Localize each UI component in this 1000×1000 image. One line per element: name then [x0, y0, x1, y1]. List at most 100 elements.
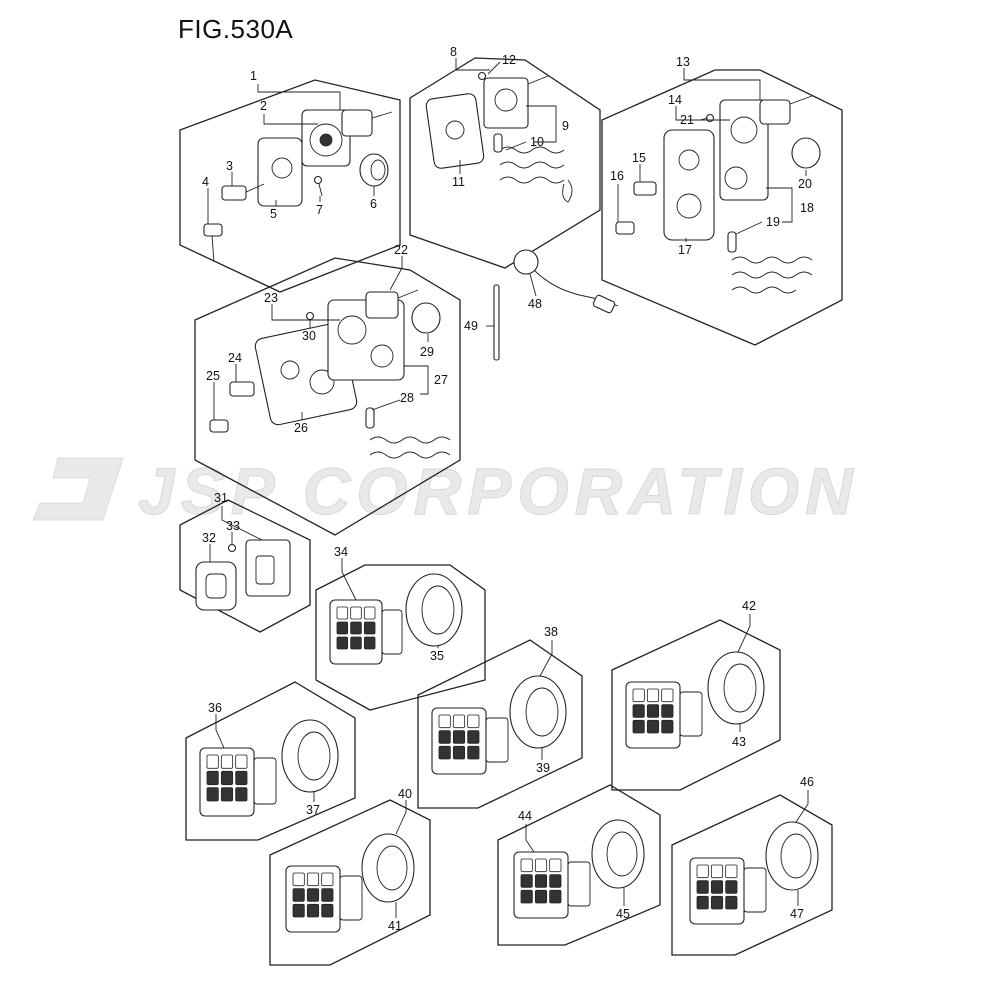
leader-12 [487, 61, 501, 75]
key-25 [209, 419, 229, 433]
keypad-38-button-1-0 [438, 730, 451, 744]
keypad-42-button-1-0 [632, 704, 645, 718]
screw-head-7 [313, 175, 323, 185]
part-label-30: 30 [302, 329, 316, 343]
leader-22 [389, 256, 403, 291]
lanyard-clip-10 [493, 133, 503, 153]
keypad-40-button-1-1 [306, 888, 320, 902]
group-box-40 [269, 799, 431, 966]
panel-hole-17a [678, 149, 700, 171]
group-8-parts [425, 71, 573, 203]
bezel-opening-32 [205, 573, 227, 599]
part-label-21: 21 [680, 113, 694, 127]
keypad-36-button-0-1 [220, 754, 234, 769]
keypad-44-button-0-1 [534, 858, 548, 873]
group-1-parts [203, 109, 393, 263]
keypad-36-button-2-0 [206, 787, 219, 802]
panel-hole-17b [676, 193, 702, 219]
part-label-2: 2 [260, 99, 267, 113]
keypad-42-button-1-2 [661, 704, 674, 718]
panel-hole-26b [309, 369, 335, 395]
key-3 [221, 185, 247, 201]
watermark-logo-mark [32, 457, 124, 521]
keypad-button-grids [206, 606, 738, 918]
switch-cap-13 [759, 99, 791, 125]
part-label-39: 39 [536, 761, 550, 775]
part-label-6: 6 [370, 197, 377, 211]
keypad-40-button-1-0 [292, 888, 305, 902]
key-4 [203, 223, 223, 237]
switch-wire-1 [371, 111, 393, 119]
keypad-42-button-1-1 [646, 704, 660, 718]
loose-parts [493, 249, 619, 361]
switch-panel-11 [425, 93, 485, 169]
part-label-42: 42 [742, 599, 756, 613]
keypad-body-46 [743, 867, 767, 913]
group-box-13 [601, 69, 843, 346]
leader-8 [455, 58, 490, 71]
keypad-40-button-1-2 [321, 888, 334, 902]
keypad-36-button-2-2 [235, 787, 248, 802]
ring-nut-inner-47 [780, 833, 812, 879]
keypad-38 [431, 675, 567, 775]
lanyard-coil-10 [499, 146, 565, 184]
ring-nut-35 [405, 573, 463, 647]
keypad-body-42 [679, 691, 703, 737]
keypad-36-button-1-2 [235, 770, 248, 786]
part-label-45: 45 [616, 907, 630, 921]
ring-nut-inner-41 [376, 845, 408, 891]
rubber-cap-6 [359, 153, 389, 187]
leader-10 [505, 141, 527, 151]
keypad-36 [199, 719, 339, 817]
screw-12 [477, 71, 487, 81]
switch-dial-22 [337, 315, 367, 345]
keypad-40-button-0-1 [306, 872, 320, 887]
keypad-40-button-2-0 [292, 903, 305, 918]
part-label-34: 34 [334, 545, 348, 559]
keypad-34-button-1-0 [336, 621, 349, 635]
ring-nut-37 [281, 719, 339, 793]
ring-nut-45 [591, 819, 645, 889]
part-label-7: 7 [316, 203, 323, 217]
keypad-38-button-0-2 [467, 714, 480, 729]
keypad-34-button-0-2 [363, 606, 376, 620]
keypad-42-button-0-2 [661, 688, 674, 703]
leader-34 [341, 558, 357, 601]
part-label-24: 24 [228, 351, 242, 365]
keypad-40-button-0-2 [321, 872, 334, 887]
keypad-body-38 [485, 717, 509, 763]
leader-28 [371, 399, 401, 411]
part-label-13: 13 [676, 55, 690, 69]
keypad-42-button-0-0 [632, 688, 645, 703]
keypad-44-button-0-2 [549, 858, 562, 873]
part-label-28: 28 [400, 391, 414, 405]
part-label-41: 41 [388, 919, 402, 933]
rubber-cap-20 [791, 137, 821, 169]
leader-42 [737, 614, 751, 653]
leader-14 [675, 106, 730, 121]
keypad-34-button-0-0 [336, 606, 349, 620]
leader-21 [699, 117, 709, 121]
group-box-46 [671, 794, 833, 956]
switch-cap-22 [365, 291, 399, 319]
part-label-26: 26 [294, 421, 308, 435]
key-switch-panel-5 [257, 137, 303, 207]
group-31-parts [195, 539, 291, 611]
keypad-42 [625, 651, 765, 749]
keypad-44-button-0-0 [520, 858, 533, 873]
group-box-44 [497, 784, 661, 946]
key-16 [615, 221, 635, 235]
switch-rocker-31 [255, 555, 275, 585]
part-label-31: 31 [214, 491, 228, 505]
keypad-40-button-2-2 [321, 903, 334, 918]
keypad-44 [513, 819, 645, 919]
part-label-47: 47 [790, 907, 804, 921]
part-label-25: 25 [206, 369, 220, 383]
part-label-43: 43 [732, 735, 746, 749]
part-label-29: 29 [420, 345, 434, 359]
part-label-19: 19 [766, 215, 780, 229]
part-label-22: 22 [394, 243, 408, 257]
group-box-1 [179, 79, 401, 293]
switch-button-22 [370, 344, 394, 368]
